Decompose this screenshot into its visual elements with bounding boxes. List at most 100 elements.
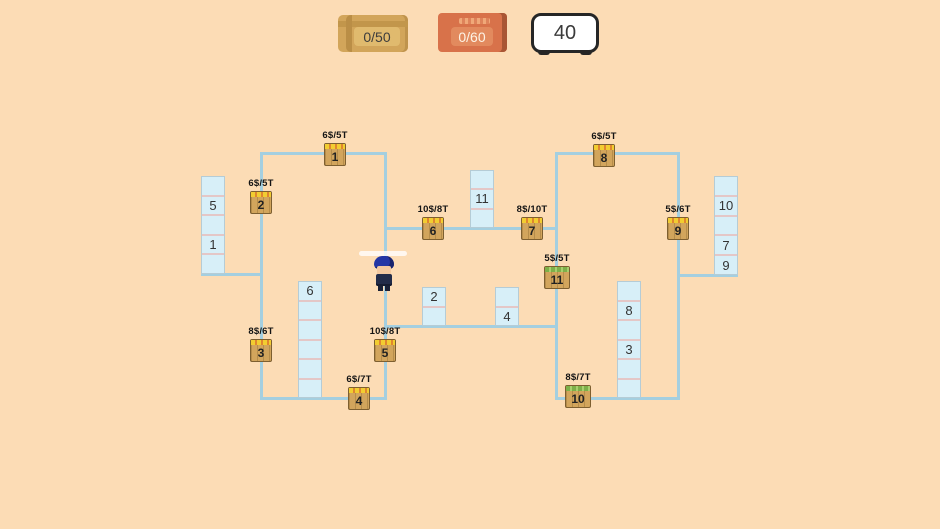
crate-rate-label: 5$/5T — [544, 253, 570, 264]
crate-rate-label: 6$/5T — [322, 130, 348, 141]
crate-icon[interactable]: 6 — [422, 216, 444, 240]
crate-rate-label: 5$/6T — [665, 204, 691, 215]
storage-cell[interactable] — [618, 377, 640, 398]
crate-icon[interactable]: 1 — [324, 142, 346, 166]
crate-lid-strip — [251, 339, 271, 345]
storage-cell[interactable] — [471, 207, 493, 227]
crate-icon[interactable]: 7 — [521, 216, 543, 240]
crate-lid-strip — [325, 143, 345, 149]
track-line — [384, 325, 558, 328]
storage-cell[interactable]: 2 — [430, 289, 438, 305]
crate-lid-strip — [251, 191, 271, 197]
crate-icon[interactable]: 8 — [593, 143, 615, 167]
player-halo — [359, 251, 407, 256]
crate-rate-label: 8$/7T — [565, 372, 591, 383]
crate-number: 10 — [571, 391, 585, 406]
crate-lid-strip — [522, 217, 542, 223]
player-hair — [374, 256, 394, 269]
storage-cell[interactable] — [618, 319, 640, 339]
crate-number: 2 — [257, 197, 265, 212]
package-counter-value: 0/50 — [354, 27, 400, 46]
player-face — [377, 266, 391, 275]
storage-cell[interactable] — [202, 253, 224, 273]
track-line — [260, 152, 263, 400]
crate-icon[interactable]: 3 — [250, 338, 272, 362]
storage-column-top-middle: 11 — [470, 170, 494, 228]
track-line — [260, 152, 387, 155]
crate-number: 11 — [550, 272, 564, 287]
delivery-box-tape — [459, 18, 490, 24]
crate-rate-label: 10$/8T — [417, 204, 449, 215]
crate-rate-label: 6$/5T — [591, 131, 617, 142]
crate-rate-label: 8$/6T — [248, 326, 274, 337]
crate-lid-strip — [375, 339, 395, 345]
storage-cell[interactable] — [715, 214, 737, 235]
track-line — [555, 397, 680, 400]
storage-cell[interactable]: 9 — [715, 254, 737, 274]
timer-value: 40 — [553, 21, 577, 44]
storage-cell[interactable] — [618, 282, 640, 300]
storage-cell[interactable] — [423, 305, 445, 326]
crate-lid-strip — [423, 217, 443, 223]
crate-icon[interactable]: 10 — [565, 384, 591, 408]
crate-icon[interactable]: 2 — [250, 190, 272, 214]
storage-cell[interactable] — [299, 377, 321, 398]
storage-cell[interactable] — [299, 338, 321, 359]
box-strap — [346, 15, 352, 52]
delivery-counter: 0/60 — [438, 13, 507, 52]
track-line — [201, 273, 263, 276]
crate-icon[interactable]: 9 — [667, 216, 689, 240]
storage-cell[interactable] — [299, 358, 321, 378]
player-body — [376, 274, 392, 286]
crate-lid-strip — [349, 387, 369, 393]
crate-icon[interactable]: 5 — [374, 338, 396, 362]
storage-cell[interactable] — [715, 177, 737, 195]
crate-icon[interactable]: 4 — [348, 386, 370, 410]
track-line — [555, 152, 680, 155]
storage-cell[interactable] — [496, 288, 518, 306]
crate-rate-label: 6$/5T — [248, 178, 274, 189]
storage-cell[interactable]: 5 — [202, 194, 224, 215]
player-legs — [378, 286, 390, 291]
package-counter: 0/50 — [338, 15, 408, 52]
storage-cell[interactable] — [299, 319, 321, 339]
storage-cell[interactable]: 4 — [496, 305, 518, 326]
storage-cell[interactable] — [299, 299, 321, 320]
storage-cell[interactable] — [202, 177, 224, 195]
storage-cell[interactable]: 11 — [471, 188, 493, 207]
crate-lid-strip — [566, 385, 590, 391]
storage-cell[interactable]: 6 — [306, 283, 314, 299]
storage-cell[interactable] — [471, 171, 493, 188]
track-line — [384, 227, 558, 230]
player-character[interactable] — [359, 249, 407, 293]
storage-cell[interactable]: 1 — [202, 233, 224, 254]
crate-number: 6 — [429, 223, 437, 238]
crate-number: 5 — [381, 345, 389, 360]
timer-display: 40 — [531, 13, 599, 55]
track-line — [677, 274, 738, 277]
storage-cell[interactable] — [202, 214, 224, 234]
storage-column-center-a: 2 — [422, 287, 446, 326]
crate-number: 1 — [331, 149, 339, 164]
storage-cell[interactable]: 8 — [618, 299, 640, 320]
crate-number: 8 — [600, 150, 608, 165]
storage-cell[interactable]: 3 — [618, 338, 640, 359]
storage-cell[interactable] — [618, 358, 640, 378]
crate-lid-strip — [594, 144, 614, 150]
storage-cell[interactable]: 10 — [715, 194, 737, 215]
crate-number: 7 — [528, 223, 536, 238]
crate-rate-label: 10$/8T — [369, 326, 401, 337]
track-line — [260, 397, 387, 400]
crate-lid-strip — [545, 266, 569, 272]
crate-number: 4 — [355, 393, 363, 408]
crate-icon[interactable]: 11 — [544, 265, 570, 289]
storage-cell[interactable]: 7 — [715, 234, 737, 254]
delivery-counter-value: 0/60 — [451, 27, 493, 46]
crate-number: 3 — [257, 345, 265, 360]
storage-column-mid-left: 6 — [298, 281, 322, 398]
